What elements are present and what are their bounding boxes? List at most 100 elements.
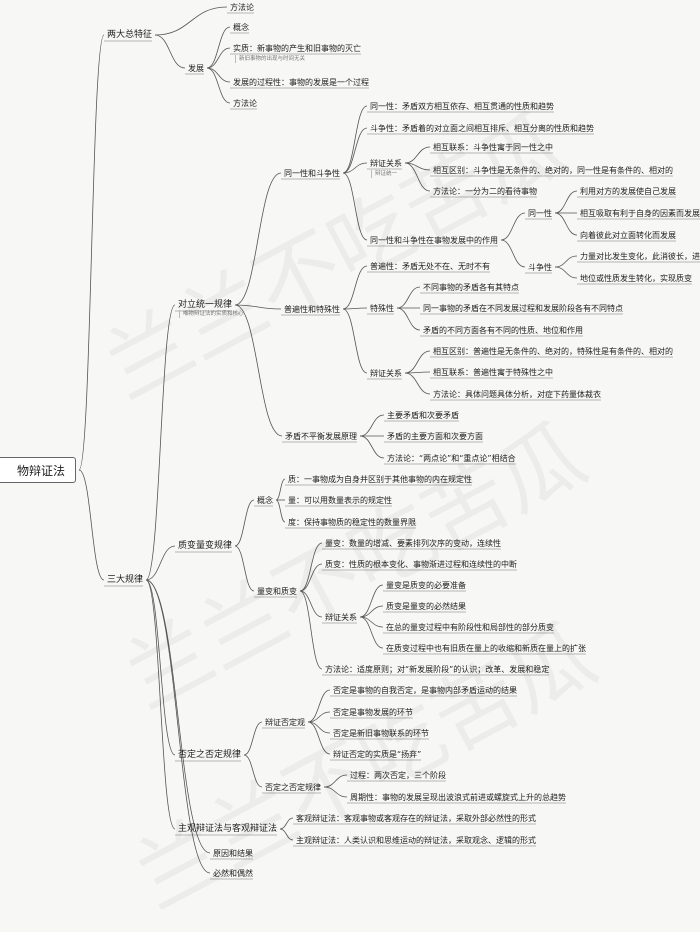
mind-map-edge	[342, 265, 368, 310]
mind-map-node[interactable]: 方法论	[230, 2, 254, 12]
mind-map-edge	[279, 817, 294, 830]
mind-map-edge	[500, 239, 526, 268]
mind-map-edge	[359, 605, 384, 618]
mind-map-node[interactable]: 同一事物的矛盾在不同发展过程和发展阶段各有不同特点	[423, 303, 623, 313]
mind-map-node[interactable]: 否定是事物发展的环节	[333, 707, 413, 717]
mind-map-node[interactable]: 同一性	[528, 208, 552, 218]
mind-map-node[interactable]: 质变：性质的根本变化、事物渐进过程和连续性的中断	[325, 559, 517, 569]
mind-map-node[interactable]: 方法论：具体问题具体分析，对症下药量体裁衣	[433, 389, 601, 399]
mind-map-node[interactable]: 在总的量变过程中有阶段性和局部性的部分质变	[386, 622, 554, 632]
mind-map-node[interactable]: 质变是量变的必然结果	[386, 601, 466, 611]
mind-map-node[interactable]: 相互区别：斗争性是无条件的、绝对的，同一性是有条件的、相对的	[433, 165, 673, 175]
mind-map-node[interactable]: 向着彼此对立面转化而发展	[580, 230, 676, 240]
mind-map-edge	[206, 67, 231, 83]
mind-map-edge	[342, 127, 368, 174]
mind-map-node[interactable]: 方法论：“两点论”和“重点论”相结合	[387, 453, 516, 463]
mind-map-edge	[299, 563, 323, 592]
mind-map-node[interactable]: 利用对方的发展使自己发展	[580, 186, 676, 196]
mind-map-node[interactable]: 发展	[188, 63, 204, 73]
node-note: 辩证统一	[371, 170, 397, 178]
mind-map-edge	[404, 162, 431, 192]
root-node[interactable]: 物辩证法	[0, 457, 76, 483]
mind-map-node[interactable]: 力量对比发生变化，此消彼长，进	[580, 251, 700, 261]
mind-map-node[interactable]: 度：保持事物质的稳定性的数量界限	[288, 517, 416, 527]
mind-map-node[interactable]: 发展的过程性：事物的发展是一个过程	[233, 77, 369, 87]
mind-map-node[interactable]: 质变量变规律	[178, 541, 233, 551]
mind-map-node[interactable]: 斗争性	[528, 262, 552, 272]
mind-map-node[interactable]: 实质：新事物的产生和旧事物的灭亡	[233, 43, 361, 53]
mind-map-edge	[359, 616, 384, 649]
mind-map-node[interactable]: 否定之否定规律	[265, 782, 321, 792]
mind-map-edge	[145, 579, 176, 830]
mind-map-node[interactable]: 辩证关系	[370, 368, 402, 378]
mind-map-node[interactable]: 方法论：适度原则；对“新发展阶段”的认识；改革、发展和稳定	[325, 664, 550, 674]
mind-map-node[interactable]: 辩证关系	[370, 158, 402, 168]
mind-map-edge	[145, 579, 176, 756]
mind-map-node[interactable]: 否定之否定规律	[178, 750, 242, 760]
mind-map-node[interactable]: 辩证关系	[325, 612, 357, 622]
mind-map-node[interactable]: 辩证否定的实质是“扬弃”	[333, 749, 422, 759]
mind-map-node[interactable]: 主观辩证法与客观辩证法	[178, 824, 278, 834]
mind-map-edge	[323, 786, 348, 798]
mind-map-edge	[359, 584, 384, 618]
mind-map-node[interactable]: 两大总特征	[107, 30, 153, 40]
mind-map-edge	[279, 828, 294, 841]
mind-map-node[interactable]: 矛盾的不同方面各有不同的性质、地位和作用	[423, 325, 583, 335]
mind-map-node[interactable]: 量变是质变的必要准备	[386, 580, 466, 590]
mind-map-node[interactable]: 质：一事物成为自身并区别于其他事物的内在规定性	[288, 474, 472, 484]
mind-map-edge	[78, 34, 105, 471]
mind-map-node[interactable]: 普遍性和特殊性	[284, 304, 340, 314]
mind-map-edge	[396, 286, 421, 309]
mind-map-edge	[323, 774, 348, 788]
mind-map-node[interactable]: 概念	[257, 495, 273, 505]
mind-map-node[interactable]: 地位或性质发生转化，实现质变	[580, 273, 692, 283]
mind-map-edge	[396, 307, 421, 331]
mind-map-node[interactable]: 在质变过程中也有旧质在量上的收缩和新质在量上的扩张	[386, 643, 586, 653]
mind-map-edge	[243, 721, 263, 756]
mind-map-node[interactable]: 矛盾不平衡发展原理	[285, 431, 357, 441]
mind-map-node[interactable]: 量变和质变	[257, 586, 297, 596]
mind-map-node[interactable]: 周期性：事物的发展呈现出波浪式前进或螺旋式上升的总趋势	[350, 792, 566, 802]
mind-map-node[interactable]: 辩证否定观	[265, 717, 305, 727]
mind-map-node[interactable]: 概念	[233, 22, 249, 32]
mind-map-node[interactable]: 量变：数量的增减、要素排列次序的变动，连续性	[325, 538, 501, 548]
mind-map-node[interactable]: 相互吸取有利于自身的因素而发展	[580, 208, 700, 218]
mind-map-node[interactable]: 相互联系：斗争性寓于同一性之中	[433, 142, 553, 152]
mind-map-node[interactable]: 普遍性：矛盾无处不在、无时不有	[370, 261, 490, 271]
mind-map-node[interactable]: 必然和偶然	[213, 868, 253, 878]
mind-map-node[interactable]: 同一性和斗争性在事物发展中的作用	[370, 235, 498, 245]
mind-map-node[interactable]: 不同事物的矛盾各有其特点	[423, 282, 519, 292]
mind-map-node[interactable]: 原因和结果	[213, 848, 253, 858]
mind-map-edge	[299, 590, 323, 618]
mind-map-node[interactable]: 相互联系：普遍性寓于特殊性之中	[433, 367, 553, 377]
mind-map-edge	[404, 372, 431, 395]
mind-map-edge	[359, 414, 385, 437]
mind-map-node[interactable]: 三大规律	[107, 575, 144, 585]
mind-map-edge	[243, 754, 263, 788]
mind-map-edge	[145, 304, 176, 581]
mind-map-node[interactable]: 斗争性：矛盾着的对立面之间相互排斥、相互分离的性质和趋势	[370, 123, 594, 133]
mind-map-edge	[307, 721, 331, 734]
mind-map-node[interactable]: 方法论	[233, 98, 257, 108]
mind-map-edges	[78, 6, 700, 880]
mind-map-node[interactable]: 对立统一规律	[178, 300, 233, 310]
mind-map-edge	[404, 371, 431, 374]
mind-map-node[interactable]: 主要矛盾和次要矛盾	[387, 410, 459, 420]
mind-map-edge	[554, 190, 578, 214]
mind-map-node[interactable]: 否定是新旧事物联系的环节	[333, 728, 429, 738]
mind-map-node[interactable]: 主观辩证法：人类认识和思维运动的辩证法，采取观念、逻辑的形式	[296, 835, 536, 845]
mind-map-node[interactable]: 方法论：一分为二的看待事物	[433, 186, 537, 196]
mind-map-edge	[404, 146, 431, 164]
mind-map-edge	[206, 47, 231, 69]
mind-map-node[interactable]: 量：可以用数量表示的规定性	[288, 495, 392, 505]
mind-map-node[interactable]: 相互区别：普遍性是无条件的、绝对的，特殊性是有条件的、相对的	[433, 346, 673, 356]
mind-map-node[interactable]: 同一性和斗争性	[284, 168, 340, 178]
mind-map-edge	[299, 542, 323, 592]
mind-map-node[interactable]: 特殊性	[370, 303, 394, 313]
mind-map-node[interactable]: 同一性：矛盾双方相互依存、相互贯通的性质和趋势	[370, 101, 554, 111]
mind-map-edge	[307, 711, 331, 723]
mind-map-node[interactable]: 否定是事物的自我否定，是事物内部矛盾运动的结果	[333, 685, 517, 695]
mind-map-node[interactable]: 客观辩证法：客观事物或客观存在的辩证法，采取外部必然性的形式	[296, 813, 536, 823]
mind-map-node[interactable]: 矛盾的主要方面和次要方面	[387, 431, 483, 441]
mind-map-node[interactable]: 过程：两次否定，三个阶段	[350, 770, 446, 780]
